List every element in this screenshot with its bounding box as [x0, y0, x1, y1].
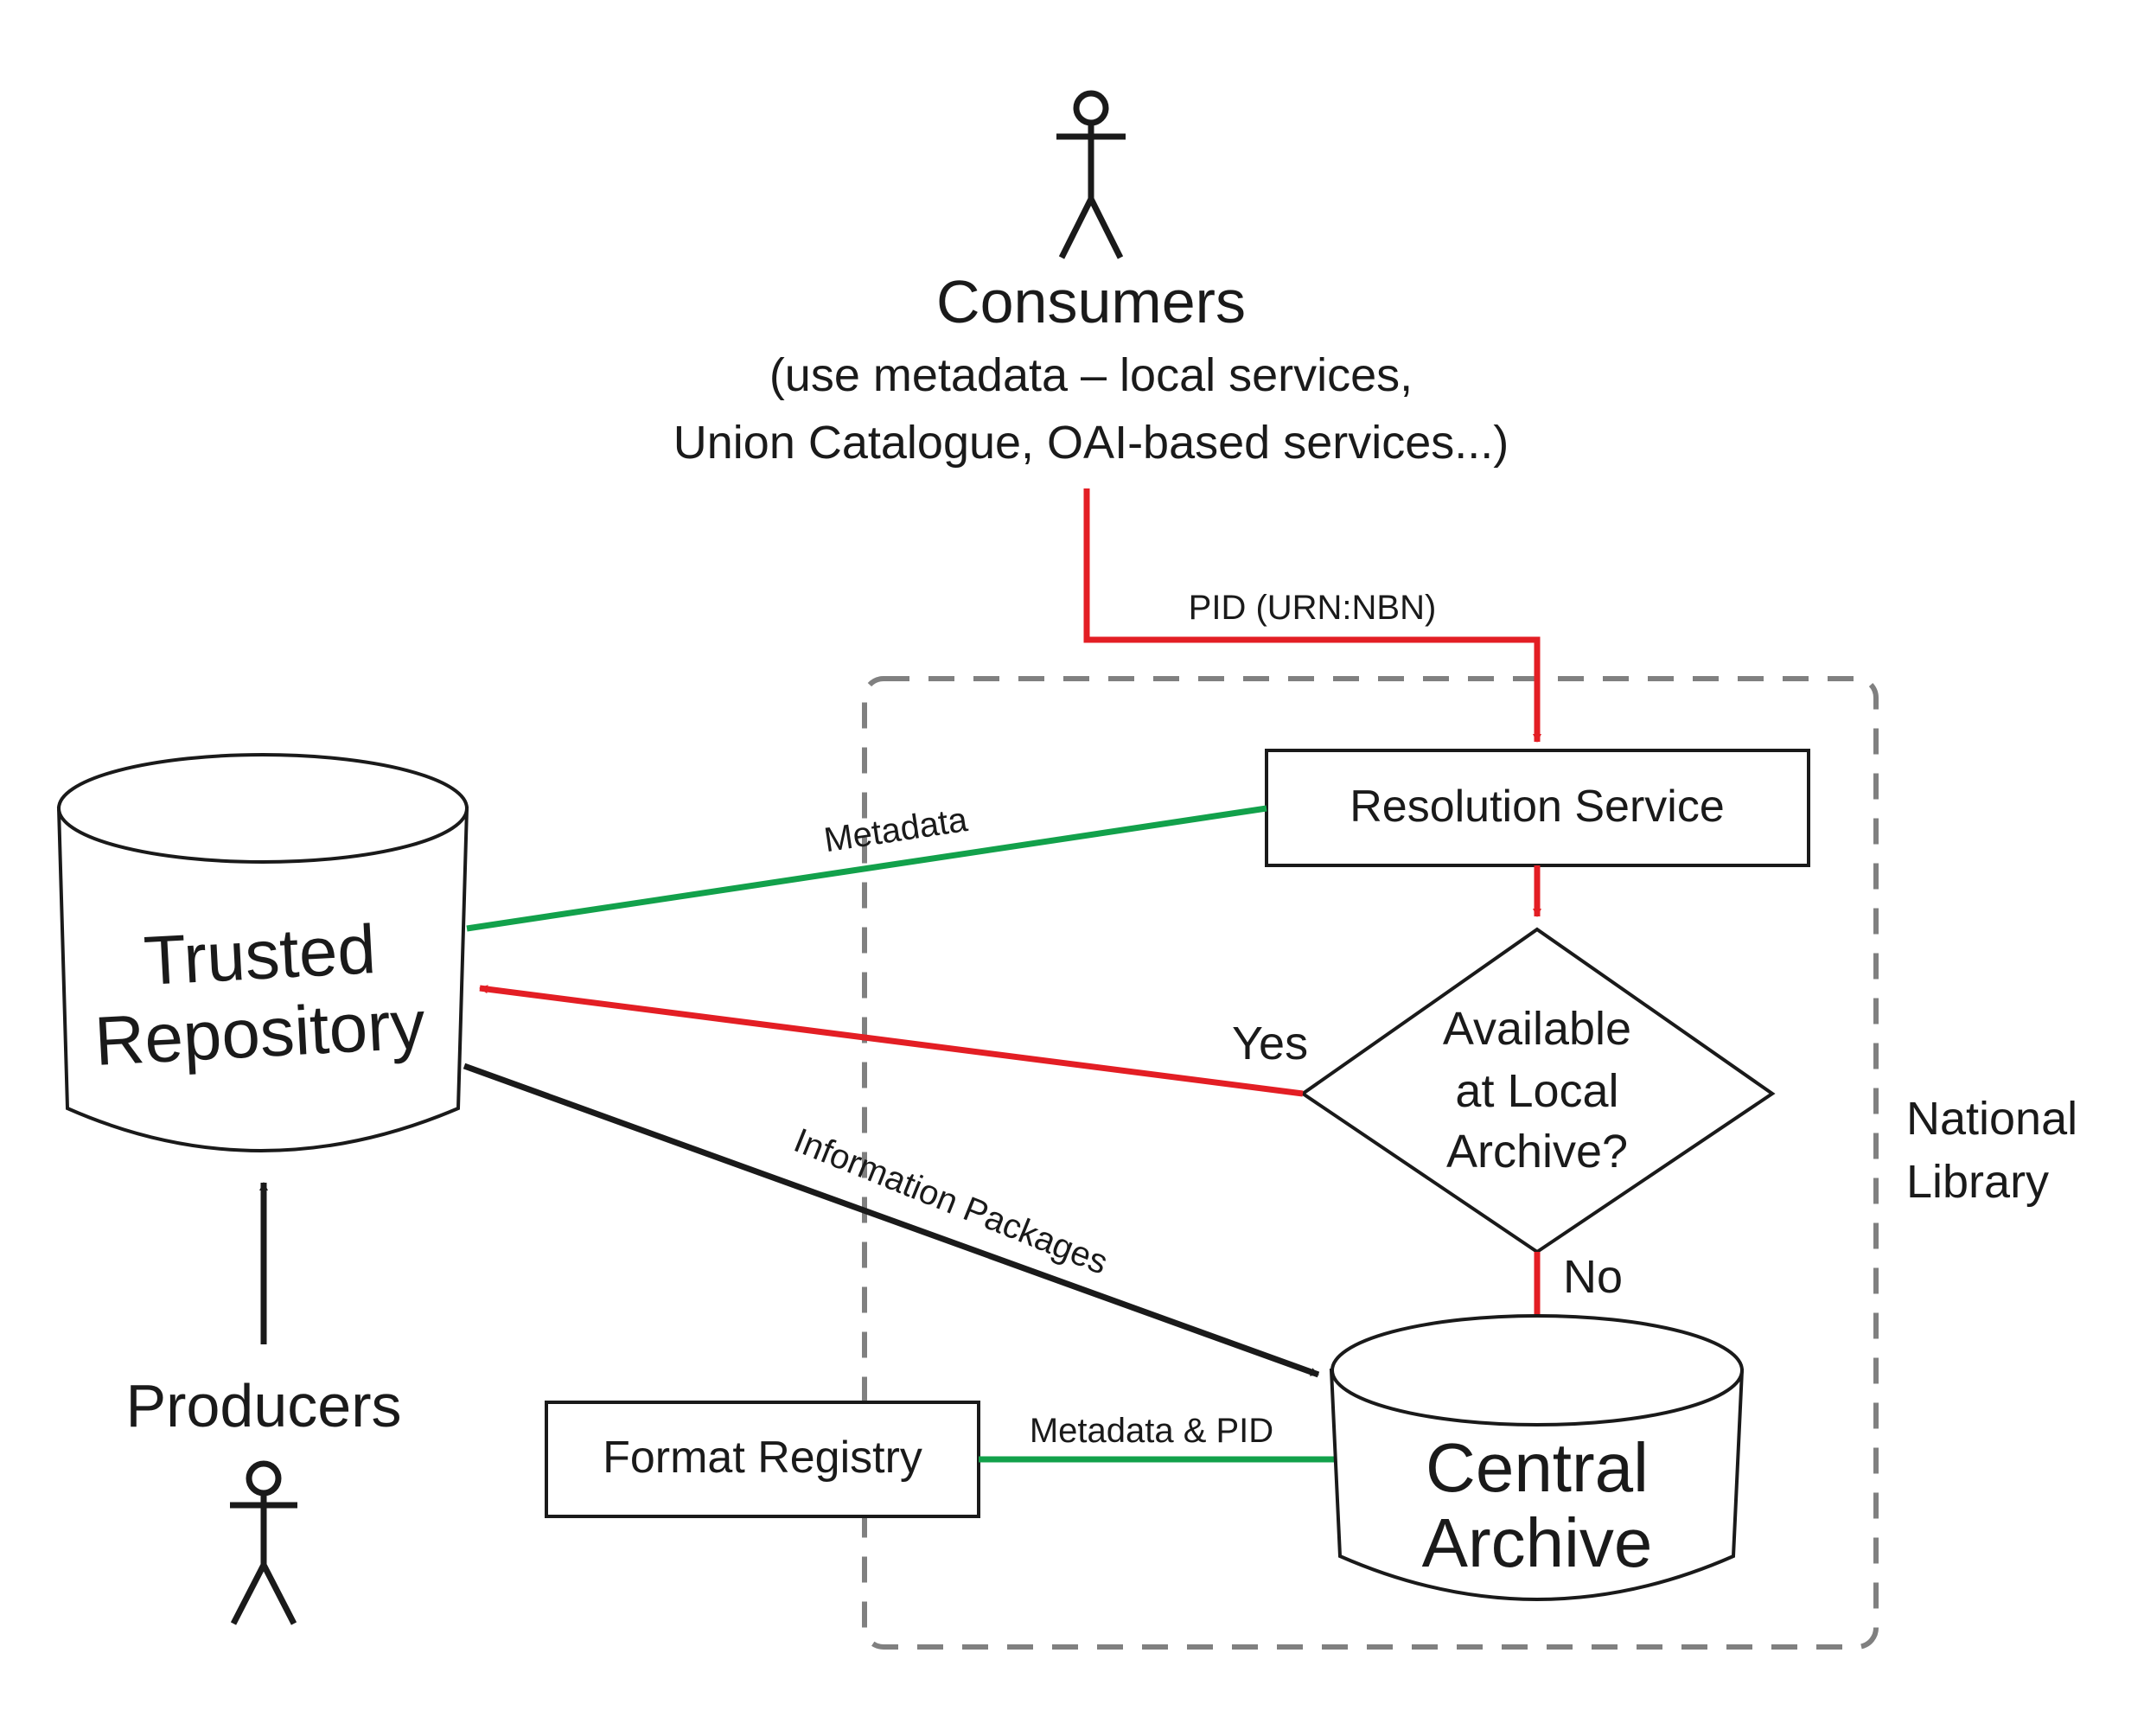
information-packages-edge	[463, 1063, 1320, 1378]
consumers-title: Consumers	[936, 268, 1246, 335]
format-registry-box	[545, 1401, 980, 1518]
central-archive-line2: Archive	[1422, 1504, 1653, 1581]
decision-line1: Available	[1443, 1003, 1631, 1055]
national-library-line1: National	[1906, 1093, 2077, 1145]
decision-line2: at Local	[1455, 1065, 1618, 1117]
national-library-line2: Library	[1906, 1156, 2049, 1208]
trusted-repository-line2: Repository	[93, 986, 427, 1080]
pid-edge-label: PID (URN:NBN)	[1189, 589, 1437, 627]
trusted-repository-line1: Trusted	[142, 910, 378, 999]
producers-title: Producers	[125, 1372, 401, 1439]
national-library-boundary	[862, 676, 1879, 1650]
pid-edge	[1083, 488, 1541, 743]
consumers-desc-line2: Union Catalogue, OAI-based services...)	[673, 417, 1509, 469]
yes-edge	[479, 985, 1304, 1097]
metadata-pid-edge-label: Metadata & PID	[1030, 1412, 1273, 1450]
no-edge-label: No	[1563, 1251, 1623, 1303]
consumers-desc-line1: (use metadata – local services,	[769, 349, 1413, 401]
central-archive-cylinder	[1329, 1314, 1745, 1601]
yes-edge-label: Yes	[1232, 1018, 1308, 1069]
consumer-actor-icon	[1056, 90, 1126, 259]
metadata-edge	[466, 805, 1267, 932]
resolution-service-box	[1265, 749, 1810, 867]
producer-actor-icon	[230, 1460, 297, 1625]
format-registry-label: Format Registry	[603, 1433, 922, 1483]
metadata-edge-label: Metadata	[821, 801, 970, 859]
resolution-service-label: Resolution Service	[1350, 782, 1725, 832]
trusted-repository-cylinder	[56, 753, 469, 1152]
decision-line3: Archive?	[1446, 1126, 1628, 1178]
central-archive-line1: Central	[1426, 1429, 1649, 1506]
